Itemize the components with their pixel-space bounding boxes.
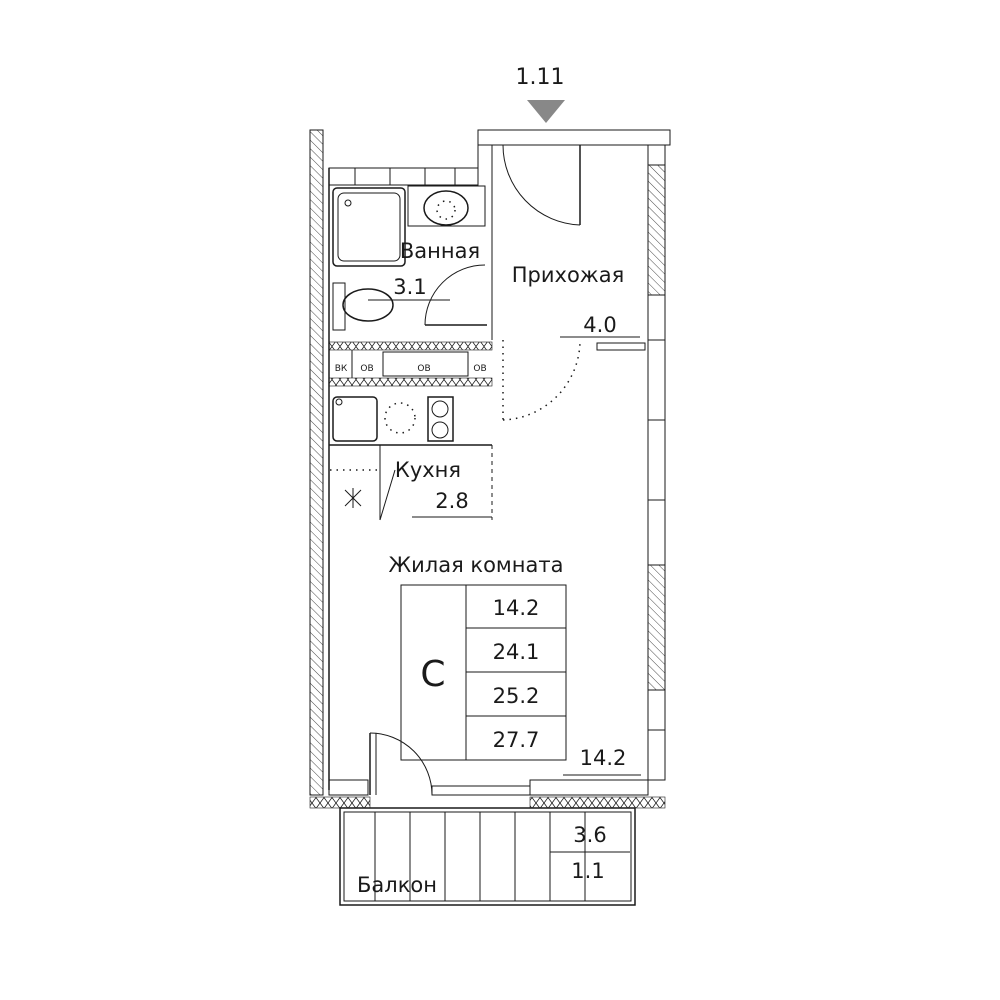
- entrance-arrow-icon: [527, 100, 565, 123]
- toilet: [332, 282, 346, 331]
- summary-total-area: 27.7: [493, 728, 540, 752]
- balcony: [339, 807, 636, 906]
- balcony-area: 3.6: [573, 823, 606, 847]
- balcony-name: Балкон: [357, 873, 437, 897]
- shaft-ov-label: ОВ: [360, 364, 373, 374]
- dishwasher: [384, 402, 416, 434]
- kitchen-area: 2.8: [435, 489, 468, 513]
- shafts: ВК ОВ ОВ ОВ: [328, 341, 493, 387]
- summary-total-area-reduced: 25.2: [493, 684, 540, 708]
- bathroom-name: Ванная: [400, 239, 480, 263]
- bathroom-door-swing: [424, 264, 486, 326]
- hallway-area: 4.0: [583, 313, 616, 337]
- kitchen-fixtures: [329, 396, 493, 521]
- summary-area-without-balcony: 24.1: [493, 640, 540, 664]
- entrance-marker: 1.11: [516, 65, 565, 123]
- entrance-door: [502, 144, 581, 226]
- balcony-door: [369, 732, 433, 796]
- shaft-ov-label: ОВ: [417, 364, 430, 374]
- shaft-ov-label: ОВ: [473, 364, 486, 374]
- living-room-area: 14.2: [580, 746, 627, 770]
- area-summary-table: С 14.2 24.1 25.2 27.7: [400, 584, 567, 761]
- living-room-name: Жилая комната: [389, 553, 564, 577]
- washbasin: [407, 185, 486, 227]
- balcony-window: [431, 785, 531, 796]
- walls: [309, 129, 671, 809]
- balcony-reduced-area: 1.1: [571, 859, 604, 883]
- fan-icon: [344, 488, 362, 508]
- apartment-number: 1.11: [516, 65, 565, 90]
- shaft-vk-label: ВК: [335, 364, 348, 374]
- stove: [427, 396, 454, 442]
- kitchen-sink: [332, 396, 378, 442]
- shower-tray: [332, 187, 406, 267]
- kitchen-name: Кухня: [395, 458, 461, 482]
- bathroom-fixtures: [332, 185, 487, 331]
- bathroom-area: 3.1: [393, 275, 426, 299]
- hallway-elements: [502, 340, 646, 421]
- apartment-type: С: [420, 654, 445, 695]
- hallway-name: Прихожая: [512, 263, 624, 287]
- summary-living-area: 14.2: [493, 596, 540, 620]
